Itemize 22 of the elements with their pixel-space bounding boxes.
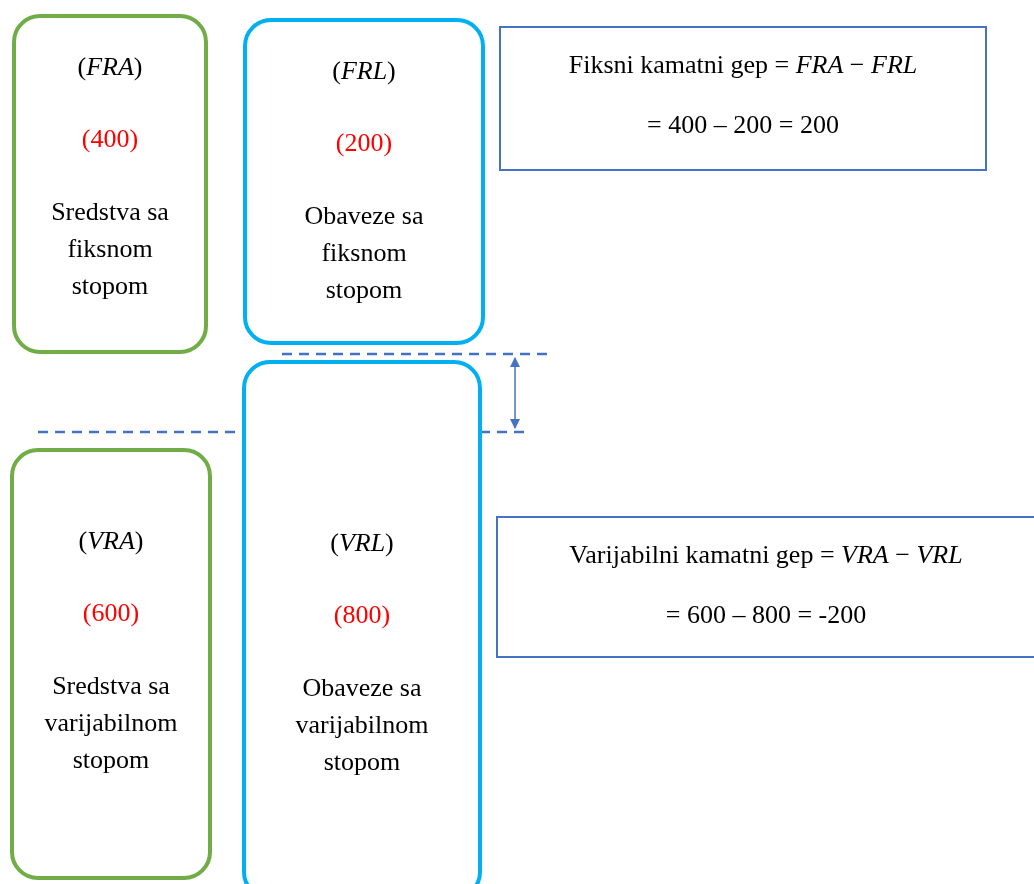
amount: (800): [333, 599, 391, 631]
formula-box: [496, 516, 1034, 658]
description: Sredstva sa varijabilnom stopom: [43, 670, 179, 776]
asset-code: (FRA): [77, 51, 143, 83]
rounded-box: [243, 18, 485, 345]
description: Obaveze sa varijabilnom stopom: [294, 672, 430, 778]
gap-formula: Fiksni kamatni gep = FRA − FRL: [568, 49, 918, 81]
amount: (400): [81, 123, 139, 155]
asset-code: (FRL): [332, 55, 396, 87]
asset-code: (VRL): [330, 527, 394, 559]
description: Sredstva sa fiksnom stopom: [50, 196, 170, 302]
asset-code: (VRA): [78, 525, 144, 557]
gap-result: = 400 – 200 = 200: [647, 109, 839, 141]
rounded-box: [10, 448, 212, 880]
description: Obaveze sa fiksnom stopom: [303, 200, 425, 306]
amount: (600): [82, 597, 140, 629]
rounded-box: [12, 14, 208, 354]
gap-result: = 600 – 800 = -200: [665, 599, 867, 631]
formula-box: [499, 26, 987, 171]
amount: (200): [335, 127, 393, 159]
rounded-box: [242, 360, 482, 884]
gap-formula: Varijabilni kamatni gep = VRA − VRL: [569, 539, 963, 571]
